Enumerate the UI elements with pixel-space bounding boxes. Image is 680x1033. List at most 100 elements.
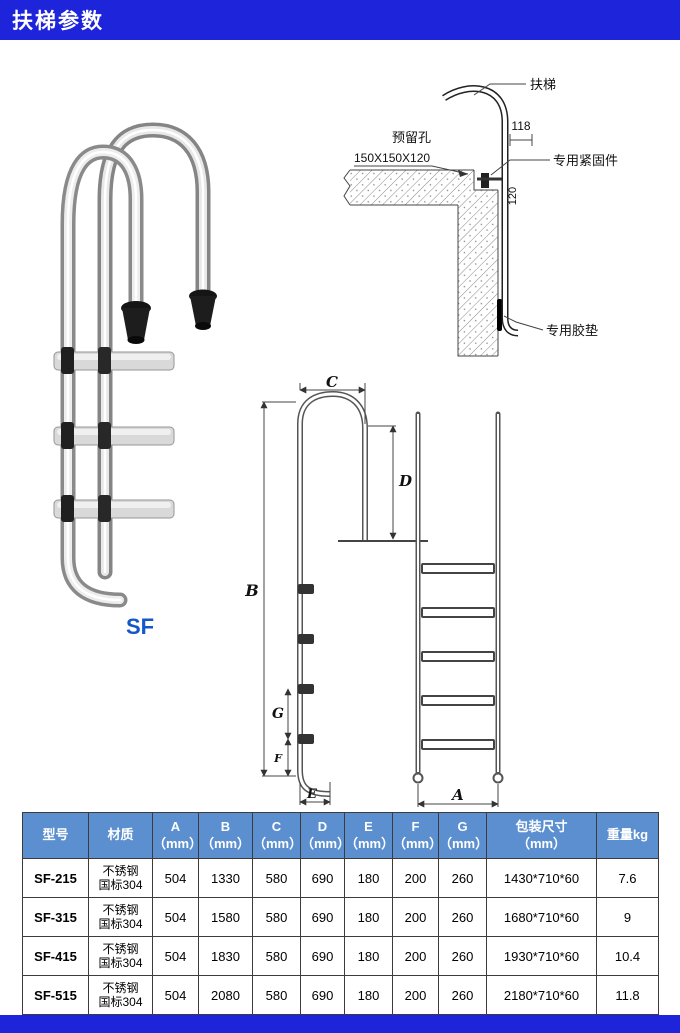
cell-package: 2180*710*60 [486,975,597,1015]
spec-table-body: SF-215 不锈钢 国标304 504 1330 580 690 180 20… [22,858,659,1015]
cell-A: 504 [152,936,199,976]
concrete-section [343,169,499,357]
col-material: 材质 [88,812,153,859]
ladder-callout: 扶梯 [473,77,556,96]
installation-diagram: 118 120 扶梯 预留孔 150X150X120 专用紧固件 专用胶垫 [343,77,618,357]
dim-D-label: D [398,472,412,490]
cell-D: 690 [300,897,345,937]
cell-G: 260 [438,897,487,937]
ladder-steps [53,347,175,522]
spec-table: 型号 材质 A （mm） B （mm） C （mm） D （mm） E （mm）… [22,812,659,1015]
cell-model: SF-315 [22,897,89,937]
dimension-diagram: C B D G F E [244,374,504,808]
front-view-steps [421,563,495,750]
cell-B: 1830 [198,936,253,976]
cell-B: 1330 [198,858,253,898]
step [53,347,175,374]
cell-material: 不锈钢 国标304 [88,975,153,1015]
cell-C: 580 [252,936,301,976]
rear-anchor-cap [189,289,217,330]
header-row: 型号 材质 A （mm） B （mm） C （mm） D （mm） E （mm）… [22,812,659,859]
product-photo [53,122,217,608]
cell-C: 580 [252,858,301,898]
page-footer-bar [0,1015,680,1033]
dim-118-label: 118 [511,119,530,133]
cell-E: 180 [344,936,393,976]
cell-model: SF-215 [22,858,89,898]
dim-F-label: F [273,752,283,765]
pad-callout: 专用胶垫 [503,315,598,338]
cell-A: 504 [152,975,199,1015]
dim-G-label: G [272,706,284,722]
cell-material: 不锈钢 国标304 [88,897,153,937]
cell-C: 580 [252,975,301,1015]
col-C: C （mm） [252,812,302,859]
rubber-pad [497,299,502,331]
col-G: G （mm） [438,812,488,859]
cell-E: 180 [344,858,393,898]
fastener-callout: 专用紧固件 [490,153,618,176]
dim-G: G [272,688,292,740]
cell-A: 504 [152,897,199,937]
dim-F: F [273,738,292,777]
cell-B: 2080 [198,975,253,1015]
cell-package: 1680*710*60 [486,897,597,937]
cell-model: SF-415 [22,936,89,976]
cell-material: 不锈钢 国标304 [88,936,153,976]
cell-F: 200 [392,936,439,976]
col-weight: 重量kg [596,812,659,859]
table-row: SF-215 不锈钢 国标304 504 1330 580 690 180 20… [22,858,659,898]
dim-B: B [244,401,296,777]
dim-B-label: B [244,581,259,600]
side-view-rail [297,390,368,797]
table-row: SF-315 不锈钢 国标304 504 1580 580 690 180 20… [22,897,659,937]
dim-118: 118 [509,119,533,146]
col-model: 型号 [22,812,89,859]
dim-E: E [299,782,331,806]
pad-label: 专用胶垫 [546,323,598,338]
spec-table-head: 型号 材质 A （mm） B （mm） C （mm） D （mm） E （mm）… [22,812,659,859]
col-A: A （mm） [152,812,202,859]
cell-E: 180 [344,897,393,937]
cell-A: 504 [152,858,199,898]
fastener-label: 专用紧固件 [553,153,618,168]
cell-weight: 9 [596,897,659,937]
col-B: B （mm） [198,812,253,859]
dim-A: A [417,784,499,808]
photo-caption: SF [125,614,155,639]
cell-G: 260 [438,858,487,898]
col-package: 包装尺寸 （mm） [486,812,597,859]
cell-weight: 10.4 [596,936,659,976]
cell-weight: 7.6 [596,858,659,898]
cell-F: 200 [392,897,439,937]
cell-E: 180 [344,975,393,1015]
dim-A-label: A [450,786,464,804]
cell-weight: 11.8 [596,975,659,1015]
cell-F: 200 [392,858,439,898]
fastener [477,173,505,188]
cell-model: SF-515 [22,975,89,1015]
cell-package: 1430*710*60 [486,858,597,898]
dim-E-label: E [306,787,318,802]
step [53,495,175,522]
cell-G: 260 [438,975,487,1015]
dim-D: D [368,425,412,540]
cell-D: 690 [300,936,345,976]
ladder-label: 扶梯 [530,77,556,92]
cell-F: 200 [392,975,439,1015]
page-title: 扶梯参数 [12,10,104,33]
reserved-hole-callout: 预留孔 150X150X120 [354,130,469,177]
step [53,422,175,449]
front-anchor-cap [121,301,151,344]
reserved-hole-label: 预留孔 [392,130,431,145]
cell-material: 不锈钢 国标304 [88,858,153,898]
cell-package: 1930*710*60 [486,936,597,976]
front-rail [60,144,144,608]
cell-D: 690 [300,858,345,898]
cell-B: 1580 [198,897,253,937]
cell-C: 580 [252,897,301,937]
side-view-steps [298,584,314,744]
dim-C: C [299,374,366,424]
col-D: D （mm） [300,812,350,859]
table-row: SF-415 不锈钢 国标304 504 1830 580 690 180 20… [22,936,659,976]
